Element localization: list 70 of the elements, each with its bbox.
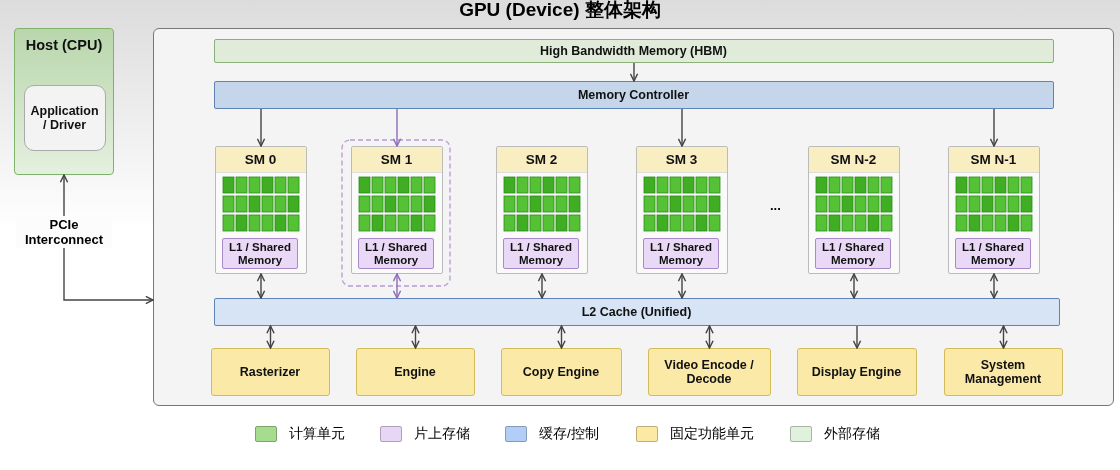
fixed-function-box [647, 347, 771, 396]
arrow [256, 273, 266, 299]
fixed-function-box [500, 347, 622, 396]
shared-memory-label: L1 / Shared Memory [961, 240, 1025, 267]
sm-title: SM 2 [496, 146, 587, 173]
sm-title: SM 0 [215, 146, 306, 173]
shared-memory-label: L1 / Shared Memory [228, 240, 292, 267]
shared-memory-label: L1 / Shared Memory [649, 240, 713, 267]
legend-label: 外部存储 [824, 425, 880, 443]
arrow [705, 325, 714, 349]
sm-title: SM N-1 [948, 146, 1039, 173]
sm-block [495, 145, 588, 274]
ellipsis-label: ... [770, 198, 781, 213]
memory-bar [213, 38, 1054, 63]
host-title: Host (CPU) [24, 37, 104, 53]
shared-memory-box [358, 238, 434, 269]
sm-title: SM 1 [351, 146, 442, 173]
shared-memory-label: L1 / Shared Memory [821, 240, 885, 267]
arrow [677, 108, 687, 147]
sm-title: SM 3 [636, 146, 727, 173]
unit-label: System Management [963, 357, 1043, 386]
fixed-function-box [210, 347, 330, 396]
memory-label: High Bandwidth Memory (HBM) [539, 43, 728, 58]
legend-label: 片上存储 [414, 425, 470, 443]
gpu-device-panel [153, 28, 1114, 406]
arrow [557, 325, 566, 349]
unit-label: Engine [393, 364, 437, 379]
controller-label: Memory Controller [576, 87, 691, 102]
legend-label: 计算单元 [289, 425, 345, 443]
shared-memory-label: L1 / Shared Memory [509, 240, 573, 267]
shared-memory-box [955, 238, 1031, 269]
arrow [266, 325, 275, 349]
shared-memory-box [222, 238, 298, 269]
shared-memory-box [503, 238, 579, 269]
shared-memory-box [643, 238, 719, 269]
arrow [849, 273, 859, 299]
controller-bar [213, 80, 1054, 109]
shared-memory-box [815, 238, 891, 269]
unit-label: Copy Engine [521, 364, 601, 379]
shared-memory-label: L1 / Shared Memory [364, 240, 428, 267]
arrow [989, 108, 999, 147]
sm-block [947, 145, 1040, 274]
sm-block [214, 145, 307, 274]
arrow [392, 108, 402, 147]
fixed-function-box [355, 347, 475, 396]
unit-label: Display Engine [810, 364, 903, 379]
application-box [23, 84, 106, 151]
diagram-title: GPU (Device) 整体架构 [458, 0, 662, 22]
arrow [989, 273, 999, 299]
sm-block [635, 145, 728, 274]
fixed-function-box [943, 347, 1063, 396]
legend-label: 固定功能单元 [670, 425, 754, 443]
arrow [852, 325, 862, 349]
host-box [14, 28, 114, 175]
legend-label: 缓存/控制 [539, 425, 599, 443]
arrow [256, 108, 266, 147]
application-label: Application / Driver [29, 103, 100, 132]
unit-label: Video Encode / Decode [663, 357, 755, 386]
arrow [411, 325, 420, 349]
sm-block [807, 145, 900, 274]
arrow [999, 325, 1008, 349]
fixed-function-box [796, 347, 917, 396]
arrow [537, 273, 547, 299]
cache-bar [213, 297, 1060, 326]
cache-label: L2 Cache (Unified) [580, 304, 693, 319]
sm-title: SM N-2 [808, 146, 899, 173]
arrow [629, 62, 639, 82]
arrow [392, 273, 402, 299]
unit-label: Rasterizer [238, 364, 302, 379]
arrow [677, 273, 687, 299]
